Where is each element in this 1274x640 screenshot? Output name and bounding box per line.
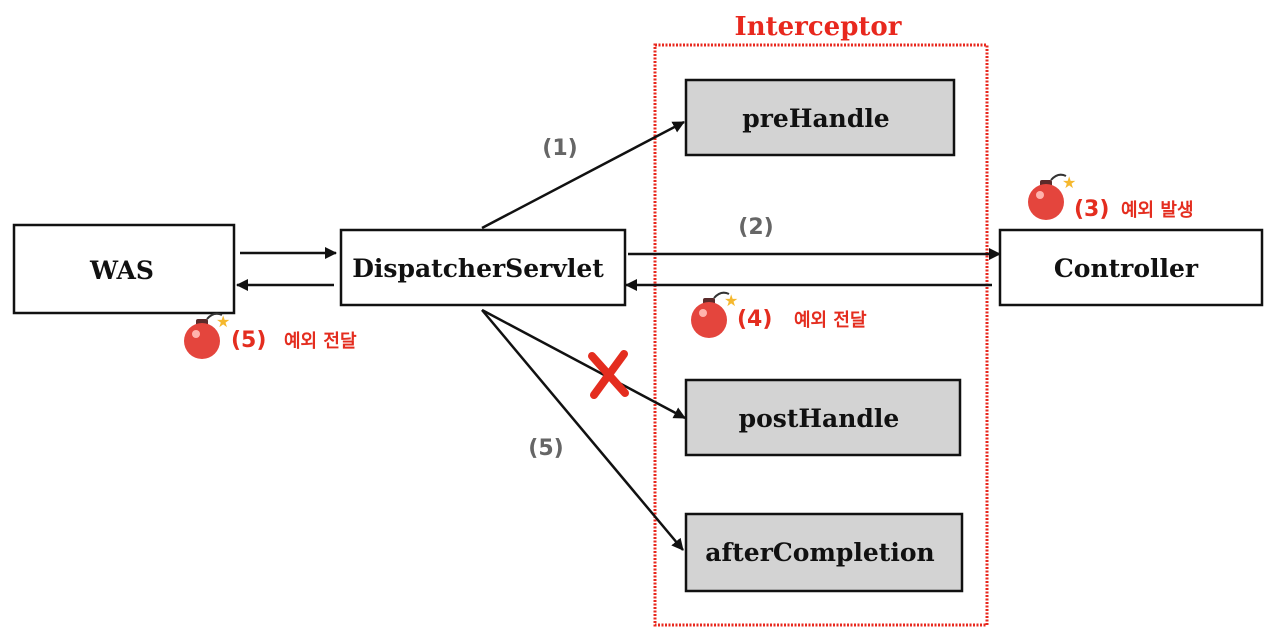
spark-icon: ★ <box>1062 173 1076 192</box>
interceptor-region <box>653 43 989 627</box>
prehandle-box <box>684 78 956 157</box>
spark-icon: ★ <box>216 312 230 331</box>
exception-4-number: (4) <box>737 307 772 332</box>
exception-5-number: (5) <box>231 328 266 353</box>
was-label: WAS <box>89 256 154 285</box>
bomb-icon <box>1027 173 1067 221</box>
exception-5-text: 예외 전달 <box>284 331 357 352</box>
exception-3-label: (3) 예외 발생 <box>1074 197 1194 222</box>
step-2-label: (2) <box>738 215 773 240</box>
exception-3-text: 예외 발생 <box>1121 200 1194 221</box>
aftercompletion-label: afterCompletion <box>705 538 934 567</box>
step-1-label: (1) <box>542 136 577 161</box>
interceptor-title: Interceptor <box>735 12 902 42</box>
aftercompletion-box <box>684 512 964 593</box>
exception-4-label: (4) 예외 전달 <box>737 307 867 332</box>
prehandle-label: preHandle <box>742 104 889 133</box>
step-5-label: (5) <box>528 436 563 461</box>
arrow-dispatcher-to-posthandle <box>481 308 686 420</box>
controller-label: Controller <box>1054 254 1199 283</box>
exception-5-label: (5) 예외 전달 <box>231 328 357 353</box>
posthandle-box <box>684 378 962 457</box>
posthandle-label: postHandle <box>739 404 900 433</box>
dispatcher-servlet-label: DispatcherServlet <box>352 254 604 283</box>
exception-3-number: (3) <box>1074 197 1109 222</box>
controller-box <box>998 228 1264 307</box>
dispatcher-servlet-box <box>339 228 627 307</box>
was-box <box>12 223 236 315</box>
arrow-dispatcher-to-prehandle <box>481 120 685 230</box>
spark-icon: ★ <box>724 291 738 310</box>
exception-4-text: 예외 전달 <box>794 310 867 331</box>
cross-icon <box>588 350 629 399</box>
arrow-dispatcher-to-aftercompletion <box>481 309 684 551</box>
